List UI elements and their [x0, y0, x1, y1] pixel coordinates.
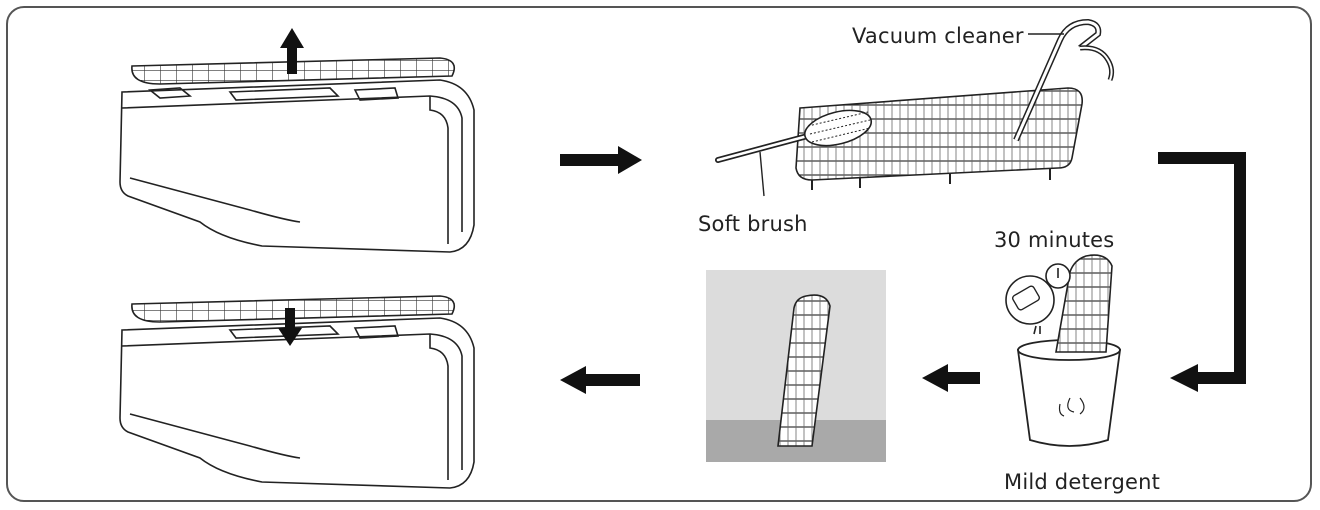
detergent-bucket: [1016, 339, 1122, 447]
soak-time-label: 30 minutes: [994, 228, 1115, 252]
arrow-left-icon: [922, 364, 980, 392]
arrow-right-icon: [560, 146, 642, 174]
arrow-up-icon: [280, 28, 304, 74]
arrow-left-icon: [560, 366, 640, 394]
drying-filter: [777, 294, 831, 447]
corner-arrow-down-left-icon: [1158, 152, 1246, 392]
timer-icon: [1045, 263, 1071, 289]
soft-brush-label: Soft brush: [698, 212, 808, 236]
diagram-frame: [6, 6, 1312, 502]
soft-brush-icon: [715, 109, 873, 197]
arrow-down-icon: [278, 308, 302, 346]
mild-detergent-label: Mild detergent: [1004, 470, 1161, 494]
vacuum-cleaner-label: Vacuum cleaner: [852, 24, 1024, 48]
ac-unit-bottom: [119, 317, 475, 489]
filter-cleaning: [795, 87, 1084, 190]
ac-unit-top: [119, 79, 475, 253]
vacuum-cleaner-icon: [1013, 18, 1115, 142]
detergent-bottle-icon: [1005, 275, 1055, 335]
